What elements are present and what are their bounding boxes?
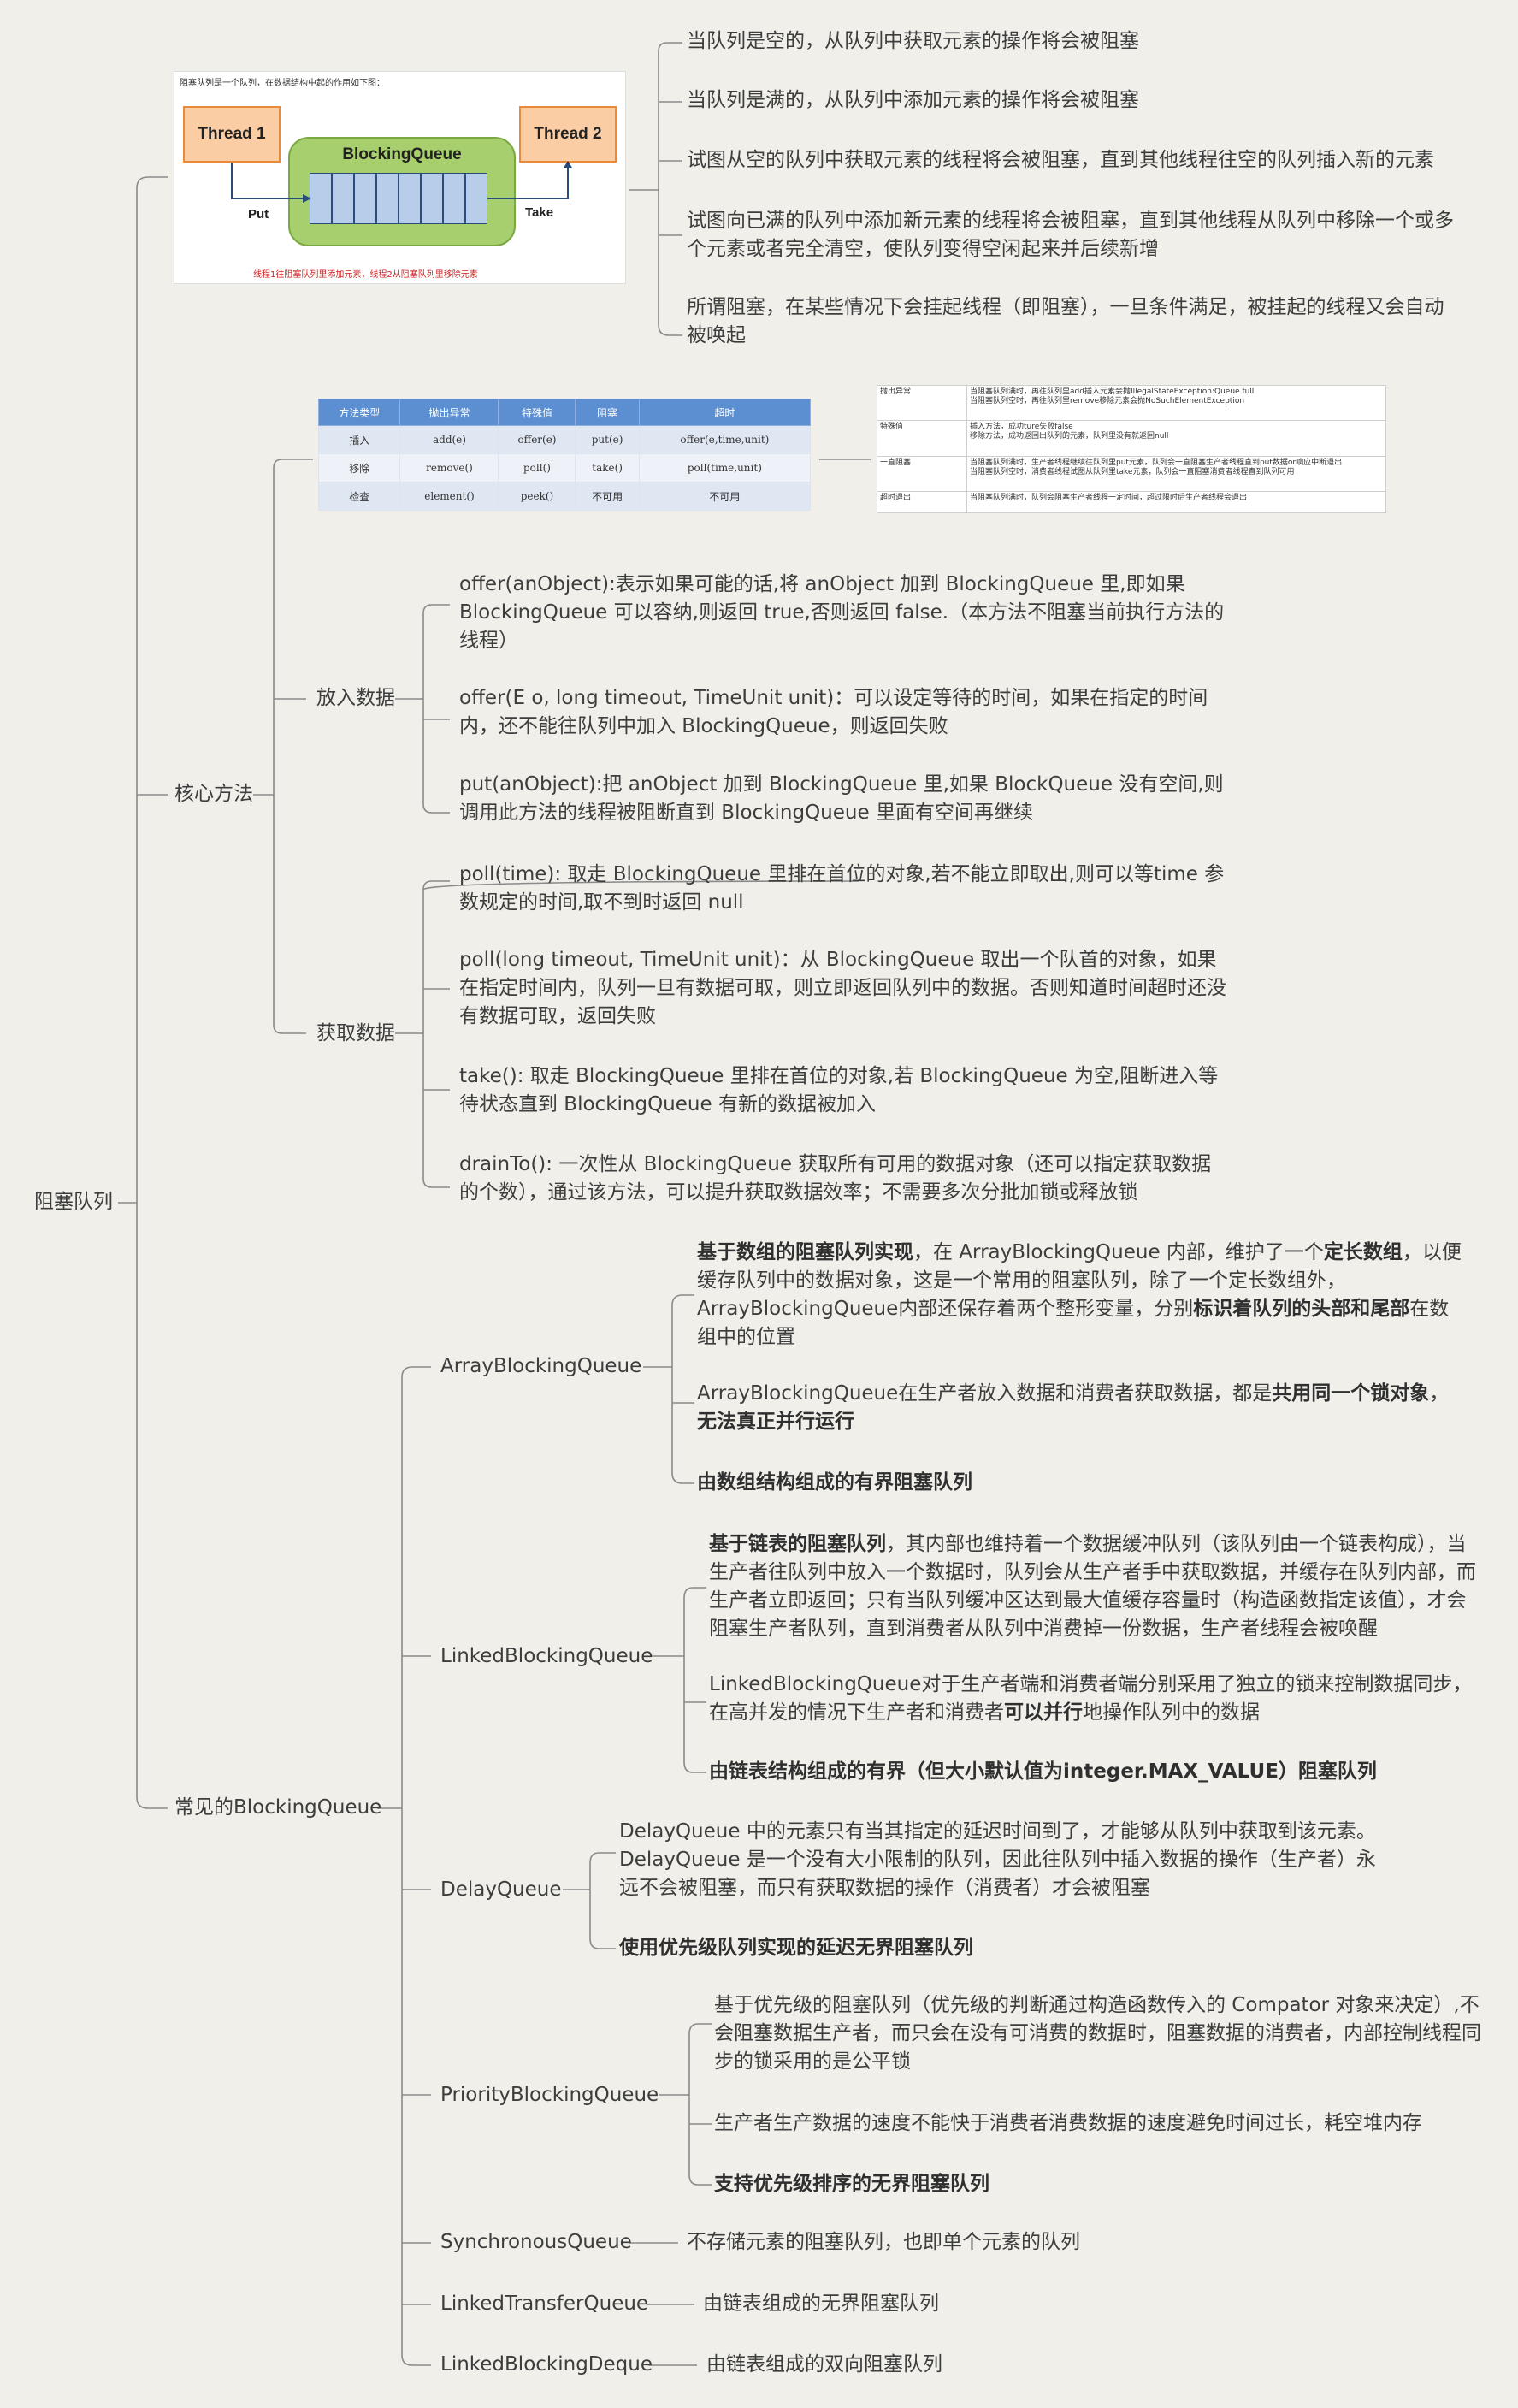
put-data-node[interactable]: 放入数据 <box>316 687 395 709</box>
abq-node[interactable]: ArrayBlockingQueue <box>440 1355 642 1377</box>
note-1: 当队列是空的，从队列中获取元素的操作将会被阻塞 <box>687 30 1139 52</box>
dq-summary: 使用优先级队列实现的延迟无界阻塞队列 <box>619 1937 973 1959</box>
table-cell: 不可用 <box>638 482 812 511</box>
queue-slot <box>443 173 465 224</box>
table-cell: poll(time,unit) <box>638 453 812 482</box>
note-4: 试图向已满的队列中添加新元素的线程将会被阻塞，直到其他线程从队列中移除一个或多个… <box>687 210 1454 260</box>
table-cell: 超时退出 <box>877 491 967 513</box>
pbq-summary: 支持优先级排序的无界阻塞队列 <box>714 2173 989 2195</box>
core-methods-node[interactable]: 核心方法 <box>174 783 253 805</box>
ltq-node[interactable]: LinkedTransferQueue <box>440 2293 649 2315</box>
table-row: 特殊值 插入方法，成功ture失败false 移除方法，成功返回出队列的元素，队… <box>877 420 1386 457</box>
table-cell: offer(e,time,unit) <box>638 425 812 454</box>
table-row: 移除 remove() poll() take() poll(time,unit… <box>317 453 812 482</box>
pbq-desc-1: 基于优先级的阻塞队列（优先级的判断通过构造函数传入的 Compator 对象来决… <box>714 1994 1481 2073</box>
root-node[interactable]: 阻塞队列 <box>34 1191 113 1213</box>
lbq-desc-1: 基于链表的阻塞队列，其内部也维持着一个数据缓冲队列（该队列由一个链表构成），当生… <box>709 1533 1476 1640</box>
get-item-1: poll(time): 取走 BlockingQueue 里排在首位的对象,若不… <box>459 863 1225 914</box>
queue-slot <box>421 173 443 224</box>
take-label: Take <box>525 205 554 220</box>
queue-slot <box>354 173 376 224</box>
table-row: 抛出异常 当阻塞队列满时，再往队列里add插入元素会抛IllegalStateE… <box>877 384 1386 422</box>
abq-desc-2: ArrayBlockingQueue在生产者放入数据和消费者获取数据，都是共用同… <box>697 1382 1450 1433</box>
note-3: 试图从空的队列中获取元素的线程将会被阻塞，直到其他线程往空的队列插入新的元素 <box>687 149 1434 171</box>
explain-table: 抛出异常 当阻塞队列满时，再往队列里add插入元素会抛IllegalStateE… <box>877 384 1386 513</box>
table-cell: 当阻塞队列满时，再往队列里add插入元素会抛IllegalStateExcept… <box>966 384 1386 422</box>
table-cell: 当阻塞队列满时，生产者线程继续往队列里put元素，队列会一直阻塞生产者线程直到p… <box>966 455 1386 493</box>
table-cell: 特殊值 <box>877 420 967 457</box>
sq-node[interactable]: SynchronousQueue <box>440 2231 632 2253</box>
table-cell: 当阻塞队列满时，队列会阻塞生产者线程一定时间，超过限时后生产者线程会退出 <box>966 491 1386 513</box>
table-header: 抛出异常 <box>399 399 499 426</box>
lbq-summary: 由链表结构组成的有界（但大小默认值为integer.MAX_VALUE）阻塞队列 <box>709 1760 1377 1783</box>
table-row: 插入 add(e) offer(e) put(e) offer(e,time,u… <box>317 425 812 454</box>
diagram-footnote: 线程1往阻塞队列里添加元素，线程2从阻塞队列里移除元素 <box>253 270 478 280</box>
table-row: 一直阻塞 当阻塞队列满时，生产者线程继续往队列里put元素，队列会一直阻塞生产者… <box>877 455 1386 493</box>
abq-summary: 由数组结构组成的有界阻塞队列 <box>697 1471 972 1494</box>
table-cell: offer(e) <box>498 425 576 454</box>
dq-node[interactable]: DelayQueue <box>440 1878 562 1901</box>
table-row: 检查 element() peek() 不可用 不可用 <box>317 482 812 511</box>
queue-slot <box>399 173 421 224</box>
method-table: 方法类型 抛出异常 特殊值 阻塞 超时 插入 add(e) offer(e) p… <box>317 399 812 511</box>
table-header: 超时 <box>638 399 812 426</box>
note-5: 所谓阻塞，在某些情况下会挂起线程（即阻塞），一旦条件满足，被挂起的线程又会自动被… <box>687 296 1444 346</box>
table-cell: 不可用 <box>575 482 640 511</box>
lbq-node[interactable]: LinkedBlockingQueue <box>440 1645 653 1667</box>
table-cell: put(e) <box>575 425 640 454</box>
common-queues-node[interactable]: 常见的BlockingQueue <box>174 1796 382 1819</box>
queue-title: BlockingQueue <box>342 145 462 163</box>
table-cell: element() <box>399 482 499 511</box>
put-label: Put <box>248 207 269 222</box>
get-item-2: poll(long timeout, TimeUnit unit)：从 Bloc… <box>459 949 1226 1027</box>
put-item-1: offer(anObject):表示如果可能的话,将 anObject 加到 B… <box>459 573 1225 652</box>
put-item-2: offer(E o, long timeout, TimeUnit unit)：… <box>459 687 1208 737</box>
diagram-arrows <box>231 161 572 203</box>
diagram-caption: 阻塞队列是一个队列，在数据结构中起的作用如下图： <box>180 79 385 88</box>
pbq-desc-2: 生产者生产数据的速度不能快于消费者消费数据的速度避免时间过长，耗空堆内存 <box>714 2112 1422 2134</box>
get-data-node[interactable]: 获取数据 <box>316 1022 395 1044</box>
table-cell: remove() <box>399 453 499 482</box>
pbq-node[interactable]: PriorityBlockingQueue <box>440 2084 659 2106</box>
abq-desc-1: 基于数组的阻塞队列实现，在 ArrayBlockingQueue 内部，维护了一… <box>697 1241 1462 1348</box>
table-header: 方法类型 <box>317 399 401 426</box>
table-cell: 移除 <box>317 453 401 482</box>
table-cell: 抛出异常 <box>877 384 967 422</box>
table-row: 超时退出 当阻塞队列满时，队列会阻塞生产者线程一定时间，超过限时后生产者线程会退… <box>877 491 1386 513</box>
queue-slot <box>310 173 332 224</box>
get-item-3: take(): 取走 BlockingQueue 里排在首位的对象,若 Bloc… <box>459 1065 1219 1115</box>
blocking-queue-diagram: 阻塞队列是一个队列，在数据结构中起的作用如下图： Thread 1 Thread… <box>174 71 626 284</box>
table-cell: take() <box>575 453 640 482</box>
lbd-node[interactable]: LinkedBlockingDeque <box>440 2353 653 2375</box>
put-item-3: put(anObject):把 anObject 加到 BlockingQueu… <box>459 773 1224 824</box>
table-cell: peek() <box>498 482 576 511</box>
dq-desc-1: DelayQueue 中的元素只有当其指定的延迟时间到了，才能够从队列中获取到该… <box>619 1820 1376 1899</box>
get-item-4: drainTo(): 一次性从 BlockingQueue 获取所有可用的数据对… <box>459 1153 1212 1204</box>
table-cell: 插入 <box>317 425 401 454</box>
table-header: 阻塞 <box>575 399 640 426</box>
table-header: 特殊值 <box>498 399 576 426</box>
queue-slot <box>465 173 487 224</box>
table-cell: add(e) <box>399 425 499 454</box>
lbq-desc-2: LinkedBlockingQueue对于生产者端和消费者端分别采用了独立的锁来… <box>709 1673 1473 1724</box>
ltq-desc: 由链表组成的无界阻塞队列 <box>703 2293 939 2315</box>
sq-desc: 不存储元素的阻塞队列，也即单个元素的队列 <box>687 2231 1080 2253</box>
note-2: 当队列是满的，从队列中添加元素的操作将会被阻塞 <box>687 89 1139 111</box>
table-cell: 检查 <box>317 482 401 511</box>
thread1-box: Thread 1 <box>183 106 281 163</box>
lbd-desc: 由链表组成的双向阻塞队列 <box>706 2353 942 2375</box>
queue-slot <box>332 173 354 224</box>
table-cell: 插入方法，成功ture失败false 移除方法，成功返回出队列的元素，队列里没有… <box>966 420 1386 457</box>
table-cell: poll() <box>498 453 576 482</box>
queue-slot <box>376 173 399 224</box>
table-cell: 一直阻塞 <box>877 455 967 493</box>
